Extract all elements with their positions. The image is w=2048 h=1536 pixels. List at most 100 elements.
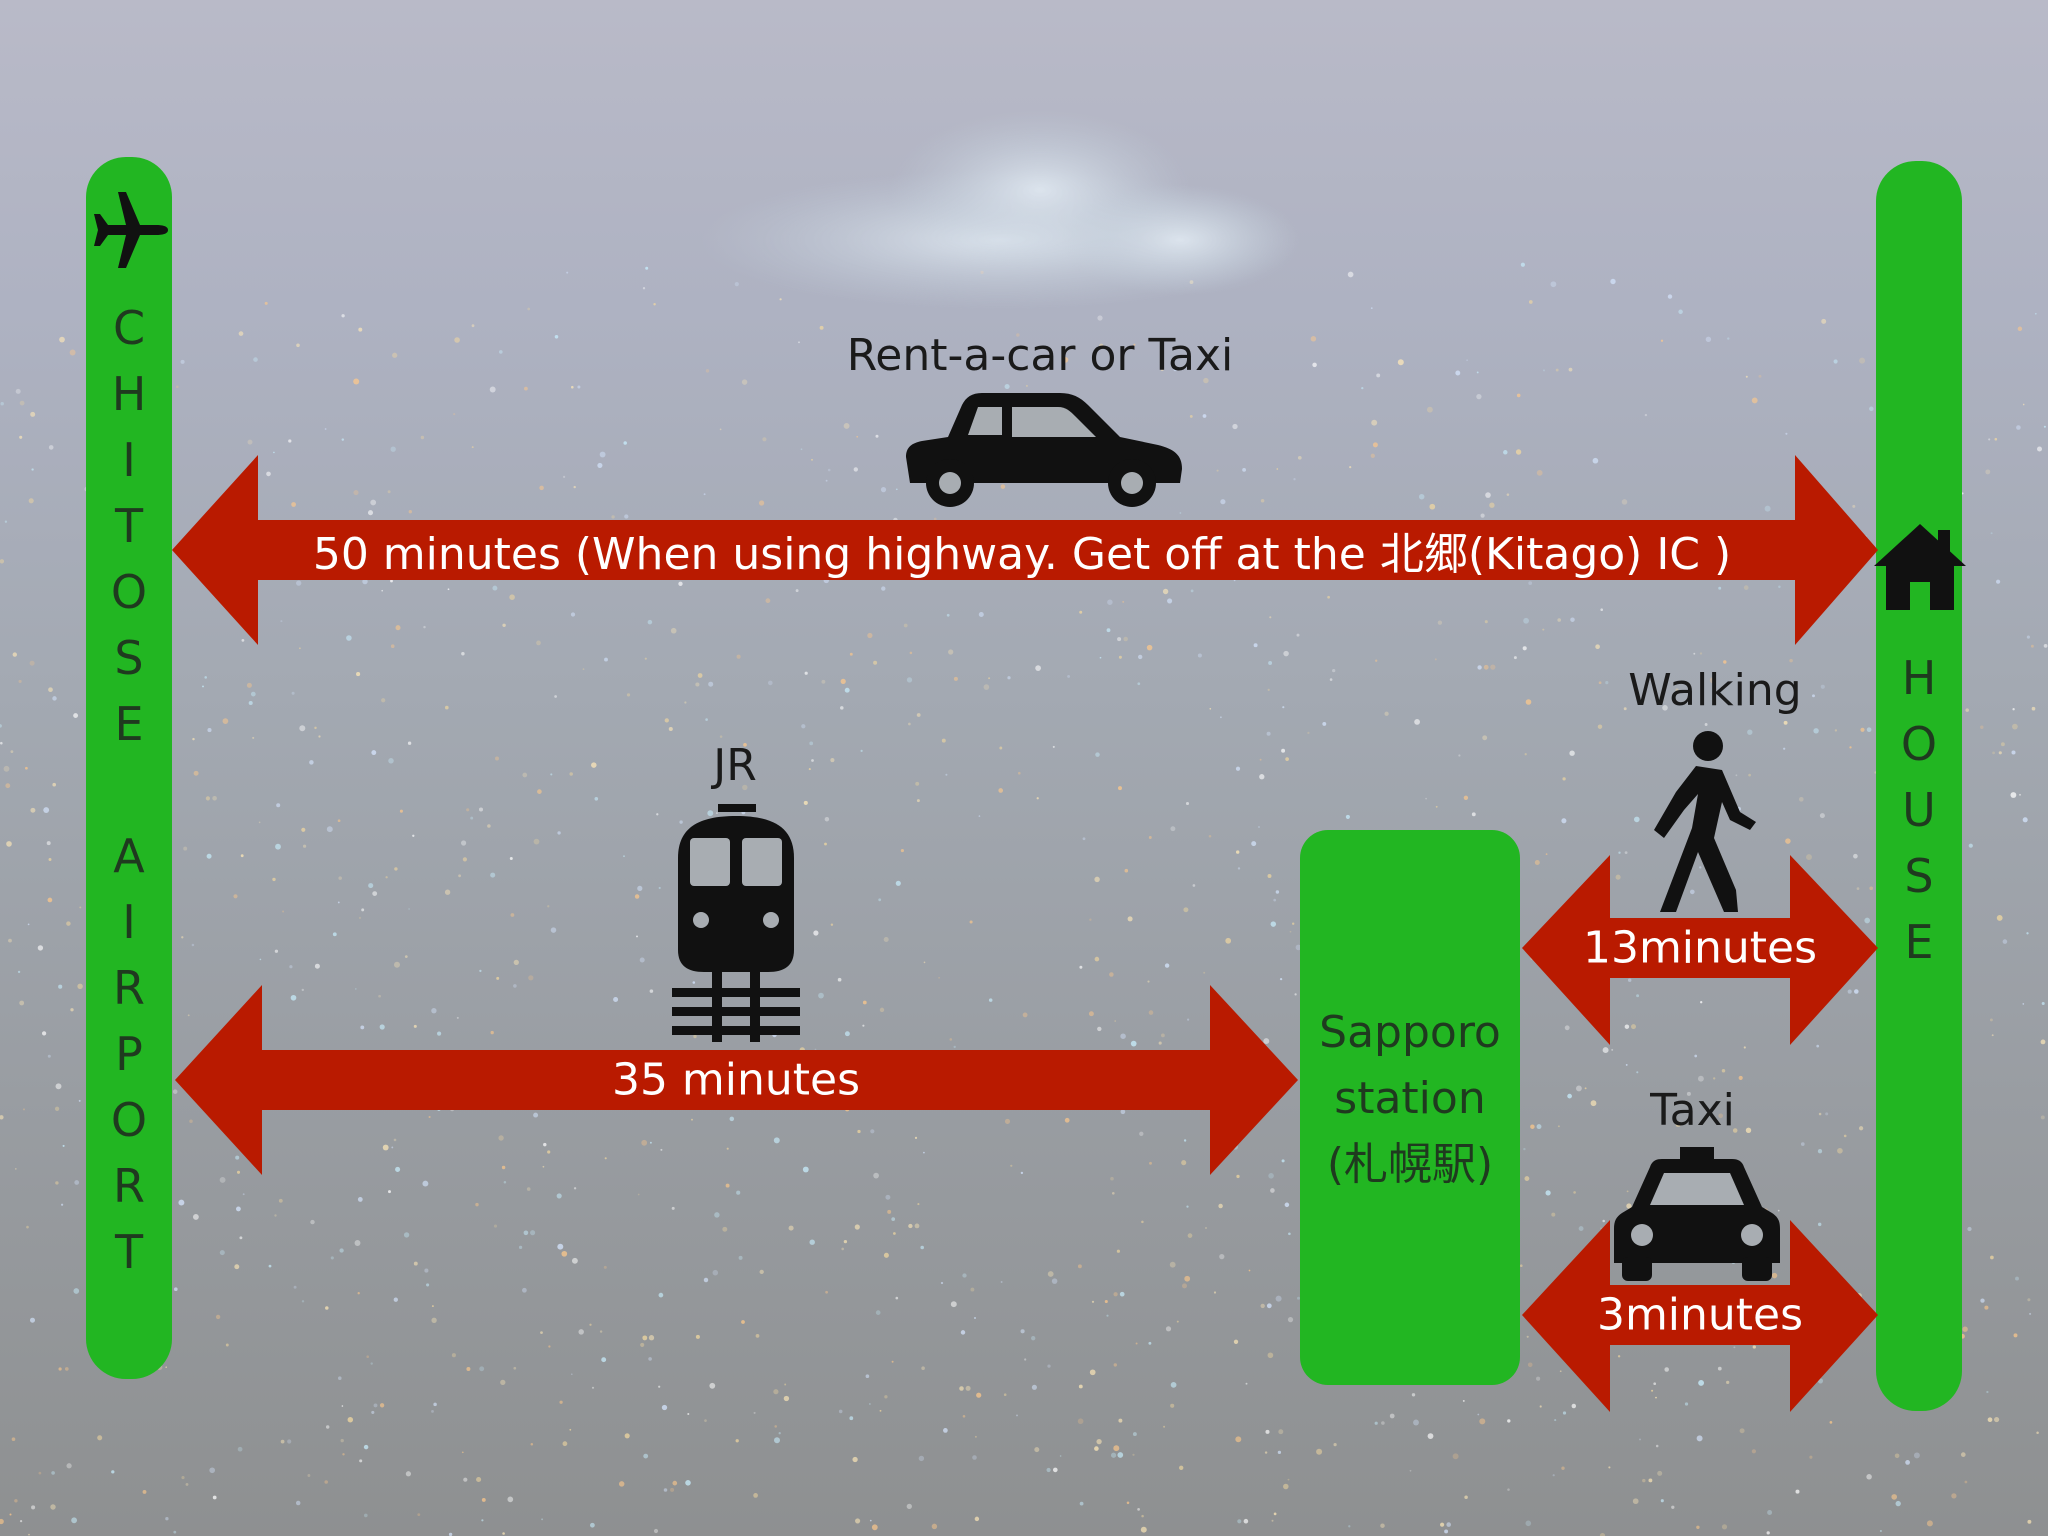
city-light bbox=[873, 660, 878, 665]
city-light bbox=[1277, 1450, 1282, 1455]
city-light bbox=[31, 1505, 36, 1510]
city-light bbox=[165, 1366, 167, 1368]
city-light bbox=[705, 369, 710, 373]
city-light bbox=[31, 468, 34, 471]
city-light bbox=[513, 1366, 517, 1370]
city-light bbox=[447, 588, 450, 591]
city-light bbox=[1031, 1384, 1037, 1390]
city-light bbox=[1745, 1127, 1752, 1134]
city-light bbox=[180, 359, 185, 364]
city-light bbox=[1543, 369, 1545, 372]
city-light bbox=[1551, 1212, 1556, 1217]
city-light bbox=[1562, 1411, 1567, 1415]
city-light bbox=[642, 287, 646, 290]
city-light bbox=[1713, 1077, 1716, 1080]
city-light bbox=[591, 762, 597, 768]
city-light bbox=[537, 789, 542, 794]
city-light bbox=[660, 1148, 663, 1151]
city-light bbox=[507, 1496, 514, 1503]
city-light bbox=[1608, 1466, 1611, 1469]
city-light bbox=[1696, 1435, 1703, 1442]
city-light bbox=[1675, 1121, 1681, 1127]
city-light bbox=[1485, 492, 1491, 498]
city-light bbox=[1482, 735, 1488, 741]
city-light bbox=[1163, 1425, 1166, 1428]
airport-letter: O bbox=[110, 1093, 148, 1147]
city-light bbox=[1552, 1474, 1555, 1477]
city-light bbox=[523, 1230, 529, 1236]
house-letter: O bbox=[1900, 717, 1938, 771]
city-light bbox=[1570, 617, 1575, 622]
city-light bbox=[645, 266, 649, 270]
city-light bbox=[819, 325, 824, 330]
city-light bbox=[726, 1147, 729, 1150]
city-light bbox=[778, 1432, 781, 1435]
city-light bbox=[404, 955, 408, 958]
city-light bbox=[1699, 866, 1702, 869]
city-light bbox=[278, 1198, 283, 1203]
city-light bbox=[734, 282, 739, 287]
city-light bbox=[1429, 503, 1436, 510]
city-light bbox=[55, 1181, 59, 1185]
city-light bbox=[542, 1165, 545, 1168]
city-light bbox=[18, 679, 22, 683]
city-light bbox=[1110, 1176, 1114, 1181]
city-light bbox=[623, 855, 625, 858]
city-light bbox=[513, 959, 519, 966]
city-light bbox=[492, 585, 498, 591]
walking-person-icon bbox=[1654, 731, 1756, 912]
city-light bbox=[838, 1409, 843, 1414]
city-light bbox=[458, 874, 461, 878]
city-light bbox=[1269, 616, 1272, 619]
city-light bbox=[1434, 658, 1437, 661]
city-light bbox=[1187, 1233, 1193, 1238]
city-light bbox=[1079, 610, 1083, 614]
city-light bbox=[1297, 455, 1302, 460]
city-light bbox=[437, 1031, 442, 1036]
city-light bbox=[310, 1219, 315, 1225]
city-light bbox=[1980, 725, 1984, 730]
city-light bbox=[1114, 1020, 1117, 1022]
city-light bbox=[1034, 1447, 1040, 1453]
city-light bbox=[725, 1183, 730, 1188]
city-light bbox=[844, 1031, 850, 1037]
city-light bbox=[1132, 1453, 1135, 1456]
city-light bbox=[1704, 723, 1708, 726]
city-light bbox=[623, 441, 627, 445]
city-light bbox=[640, 1342, 645, 1347]
city-light bbox=[46, 841, 51, 846]
city-light bbox=[1263, 1038, 1270, 1045]
city-light bbox=[1657, 1470, 1663, 1476]
city-light bbox=[1120, 1033, 1126, 1039]
city-light bbox=[399, 809, 403, 813]
city-light bbox=[498, 350, 503, 354]
city-light bbox=[339, 1248, 344, 1253]
city-light bbox=[814, 1048, 817, 1051]
city-light bbox=[916, 799, 920, 803]
city-light bbox=[809, 741, 814, 746]
city-light bbox=[5, 783, 11, 789]
city-light bbox=[755, 1334, 760, 1338]
city-light bbox=[288, 439, 292, 443]
city-light bbox=[433, 1402, 437, 1407]
city-light bbox=[1598, 681, 1602, 685]
house-icon bbox=[1874, 524, 1966, 610]
city-light bbox=[73, 1288, 80, 1294]
city-light bbox=[885, 1194, 891, 1200]
city-light bbox=[906, 677, 913, 683]
city-light bbox=[742, 784, 748, 791]
city-light bbox=[1370, 453, 1375, 458]
city-light bbox=[1220, 716, 1222, 719]
airport-letter: I bbox=[122, 433, 136, 487]
city-light bbox=[0, 1518, 4, 1525]
city-light bbox=[307, 1474, 311, 1477]
city-light bbox=[1106, 628, 1111, 633]
city-light bbox=[1817, 1222, 1822, 1227]
city-light bbox=[420, 435, 425, 440]
city-light bbox=[1624, 851, 1628, 854]
city-light bbox=[47, 897, 53, 903]
city-light bbox=[1913, 1452, 1920, 1459]
city-light bbox=[1285, 757, 1289, 761]
city-light bbox=[466, 808, 470, 812]
house-letter: E bbox=[1904, 915, 1934, 969]
